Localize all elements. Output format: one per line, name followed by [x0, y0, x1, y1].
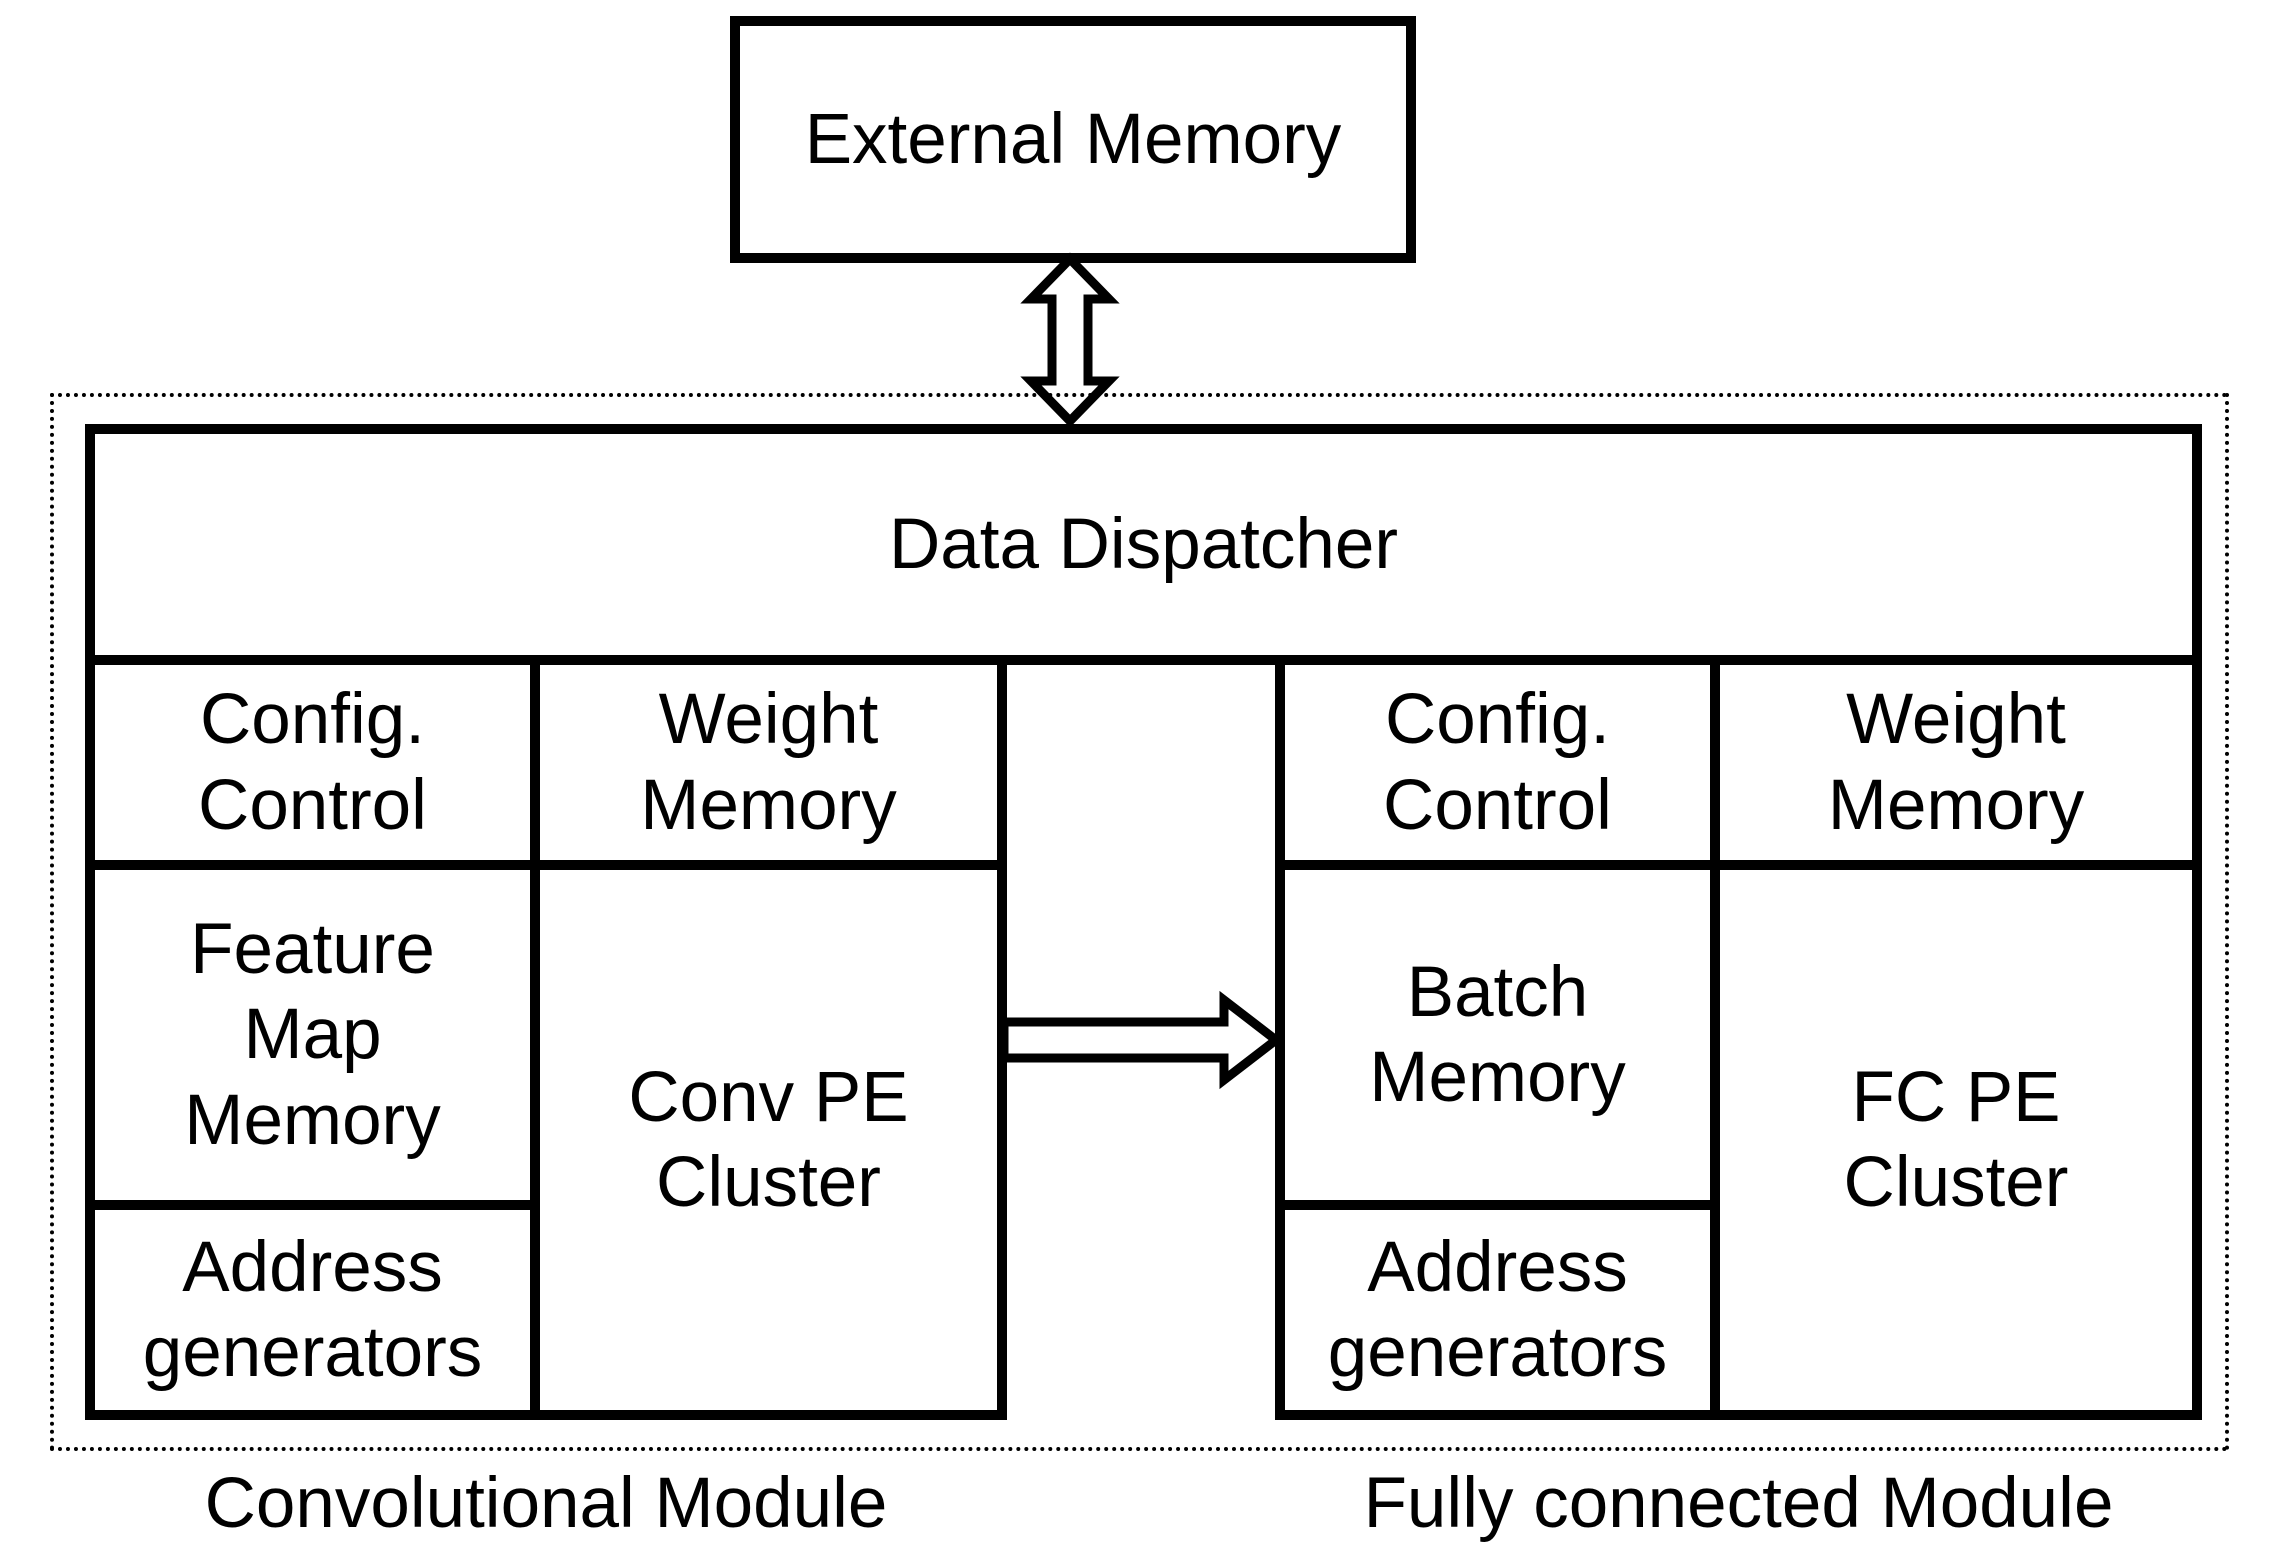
- conv-address-generators-box: Address generators: [85, 1200, 540, 1420]
- fc-pe-cluster-label: FC PE Cluster: [1843, 1057, 2069, 1222]
- fc-pe-cluster-box: FC PE Cluster: [1710, 860, 2202, 1420]
- fc-address-generators-box: Address generators: [1275, 1200, 1720, 1420]
- bidirectional-vertical-arrow-icon: [1020, 252, 1120, 428]
- fc-config-control-box: Config. Control: [1275, 655, 1720, 870]
- conv-config-control-box: Config. Control: [85, 655, 540, 870]
- conv-pe-cluster-box: Conv PE Cluster: [530, 860, 1007, 1420]
- external-memory-label: External Memory: [804, 99, 1342, 179]
- feature-map-memory-label: Feature Map Memory: [184, 910, 441, 1160]
- fc-config-control-label: Config. Control: [1383, 680, 1612, 845]
- right-arrow-icon: [999, 990, 1284, 1090]
- accelerator-dashed-frame: [50, 393, 2229, 1451]
- fc-module-caption: Fully connected Module: [1363, 1464, 2114, 1543]
- fc-address-generators-label: Address generators: [1327, 1227, 1668, 1392]
- feature-map-memory-box: Feature Map Memory: [85, 860, 540, 1210]
- batch-memory-box: Batch Memory: [1275, 860, 1720, 1210]
- conv-config-control-label: Config. Control: [198, 680, 427, 845]
- conv-address-generators-label: Address generators: [142, 1227, 483, 1392]
- conv-pe-cluster-label: Conv PE Cluster: [628, 1057, 909, 1222]
- batch-memory-label: Batch Memory: [1369, 952, 1626, 1117]
- fc-weight-memory-label: Weight Memory: [1827, 680, 2085, 845]
- external-memory-box: External Memory: [730, 16, 1416, 263]
- data-dispatcher-box: Data Dispatcher: [85, 424, 2202, 665]
- conv-weight-memory-box: Weight Memory: [530, 655, 1007, 870]
- fc-weight-memory-box: Weight Memory: [1710, 655, 2202, 870]
- data-dispatcher-label: Data Dispatcher: [888, 504, 1399, 584]
- conv-module-caption: Convolutional Module: [204, 1464, 888, 1543]
- conv-weight-memory-label: Weight Memory: [640, 680, 897, 845]
